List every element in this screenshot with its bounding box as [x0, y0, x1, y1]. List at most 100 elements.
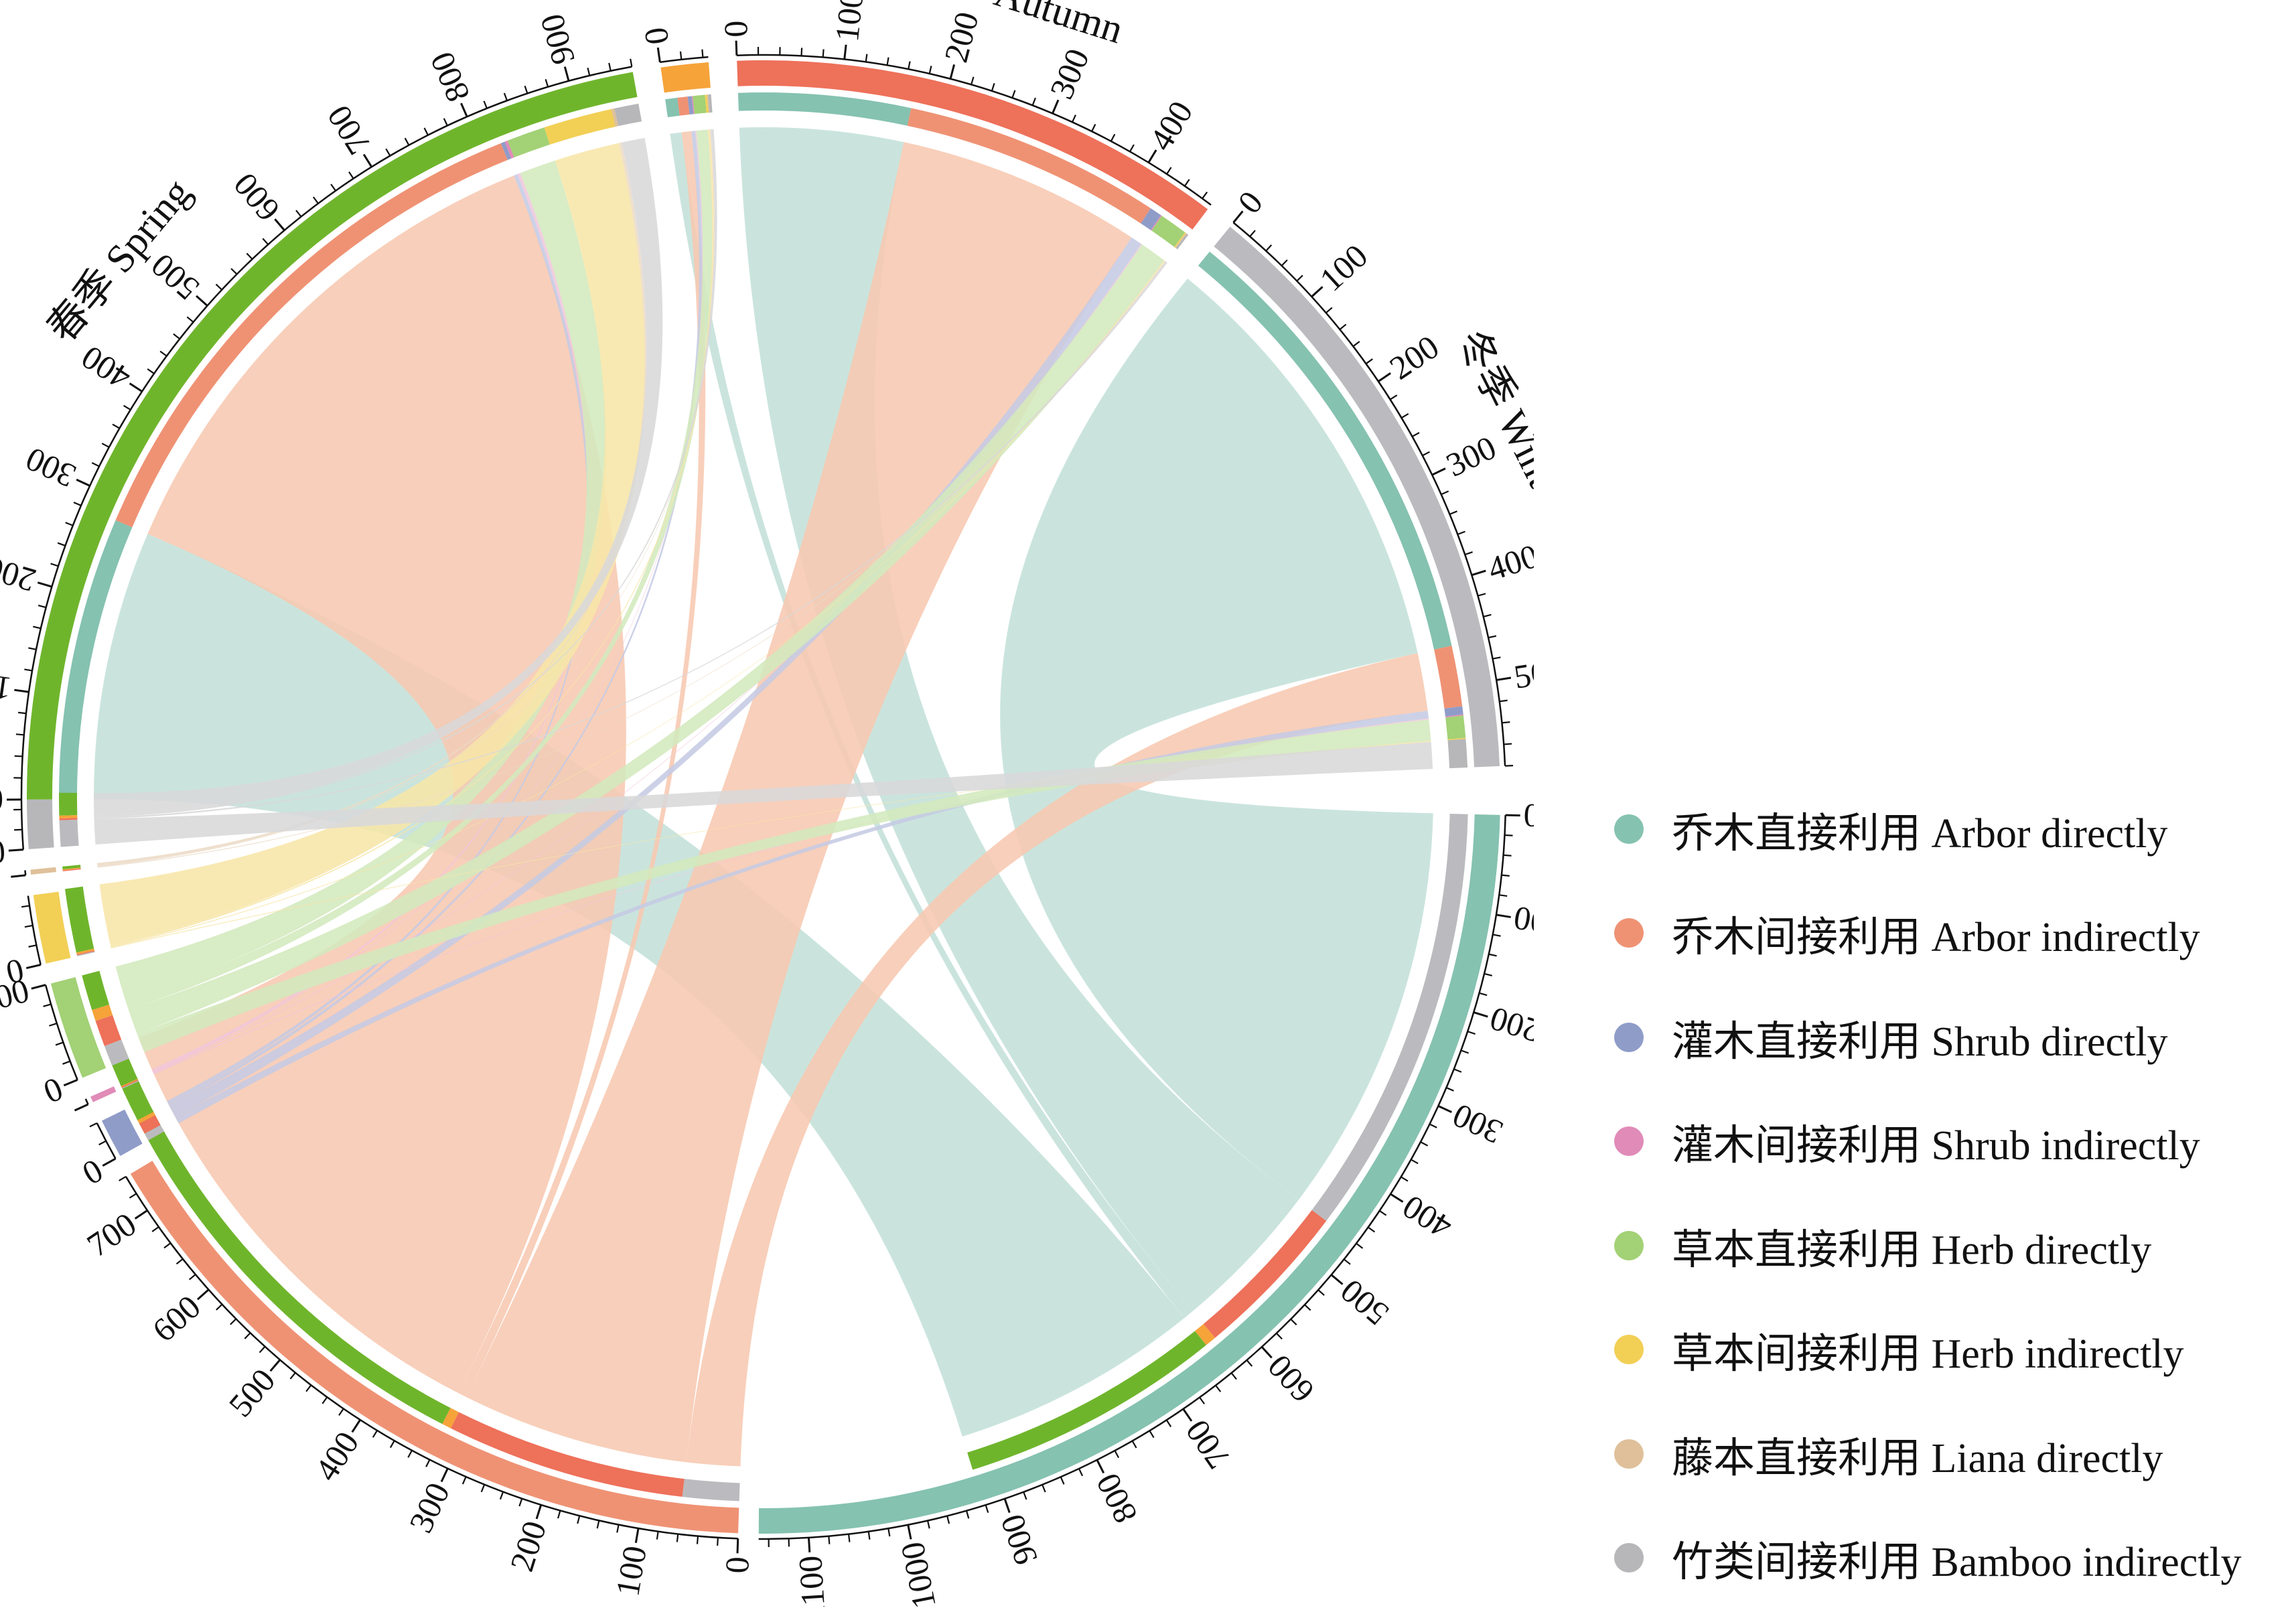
minor-tick [1291, 1319, 1297, 1325]
tick-label: 400 [1484, 537, 1534, 588]
legend-item: 草本间接利用 Herb indirectly [1614, 1298, 2291, 1402]
minor-tick [609, 63, 610, 71]
tick-label: 100 [608, 1543, 654, 1599]
minor-tick [1185, 179, 1190, 186]
minor-tick [177, 1259, 183, 1264]
major-tick [1496, 915, 1511, 917]
major-tick [1005, 1499, 1009, 1513]
minor-tick [231, 269, 237, 274]
category-arc-liana-directly [30, 867, 56, 875]
minor-tick [1430, 1124, 1437, 1127]
legend-item: 藤本直接利用 Liana directly [1614, 1402, 2291, 1506]
minor-tick [1499, 895, 1507, 896]
tick-label: 800 [423, 47, 477, 108]
minor-tick [971, 77, 973, 85]
minor-tick [408, 1451, 412, 1458]
minor-tick [525, 86, 528, 93]
minor-tick [577, 1516, 579, 1524]
legend-label: 乔木直接利用 Arbor directly [1672, 799, 2167, 859]
major-tick [1262, 1347, 1272, 1358]
tick-label: 500 [1333, 1272, 1395, 1333]
minor-tick [680, 52, 681, 60]
minor-tick [306, 1385, 311, 1392]
minor-tick [697, 1536, 698, 1544]
minor-tick [29, 945, 37, 946]
tick-label: 600 [226, 166, 287, 228]
minor-tick [1266, 245, 1271, 251]
minor-tick [1457, 532, 1465, 534]
minor-tick [190, 1274, 196, 1280]
major-tick [1472, 571, 1486, 575]
minor-tick [119, 1177, 126, 1181]
minor-tick [426, 1460, 429, 1467]
major-tick [31, 985, 46, 989]
legend-label: 草本间接利用 Herb indirectly [1672, 1319, 2184, 1380]
tick-label: 0 [38, 1070, 68, 1110]
tick-label: 0 [0, 832, 7, 871]
minor-tick [246, 253, 252, 259]
tick-label: 100 [0, 664, 13, 708]
minor-tick [1130, 145, 1134, 151]
minor-tick [1411, 1159, 1418, 1163]
minor-tick [482, 1485, 485, 1492]
minor-tick [617, 1525, 618, 1533]
minor-tick [339, 1408, 344, 1415]
minor-tick [657, 1532, 658, 1540]
inner-track-segment [65, 887, 94, 953]
minor-tick [129, 1193, 136, 1197]
major-tick [38, 583, 52, 587]
minor-tick [1493, 934, 1501, 936]
minor-tick [1467, 1031, 1475, 1034]
minor-tick [38, 605, 46, 607]
category-arc-herb-indirectly [33, 891, 71, 963]
legend-item: 灌木直接利用 Shrub directly [1614, 985, 2291, 1090]
minor-tick [1340, 324, 1346, 330]
minor-tick [702, 50, 703, 58]
major-tick [1496, 678, 1511, 680]
major-tick [76, 480, 90, 486]
major-tick [808, 1538, 809, 1552]
minor-tick [1504, 744, 1512, 745]
minor-tick [504, 93, 507, 100]
minor-tick [1401, 414, 1408, 418]
major-tick [26, 965, 40, 968]
tick-label: 500 [1511, 651, 1534, 696]
minor-tick [1500, 701, 1508, 702]
category-arc-shrub-indirectly [90, 1086, 116, 1102]
minor-tick [66, 522, 73, 525]
tick-label: 300 [1440, 429, 1502, 484]
minor-tick [1465, 552, 1472, 555]
inner-track-segment [82, 971, 109, 1011]
minor-tick [1167, 1420, 1171, 1426]
minor-tick [1297, 275, 1303, 281]
minor-tick [1401, 1177, 1408, 1181]
minor-tick [1167, 167, 1171, 174]
legend-dot-icon [1614, 814, 1644, 844]
inner-track-segment [60, 820, 79, 847]
major-tick [950, 64, 954, 78]
minor-tick [630, 59, 632, 67]
minor-tick [519, 1499, 522, 1506]
minor-tick [28, 648, 36, 649]
minor-tick [1505, 765, 1513, 766]
tick-label: 400 [1142, 94, 1200, 157]
legend-dot-icon [1614, 1543, 1644, 1572]
minor-tick [296, 210, 301, 216]
minor-tick [1149, 1431, 1153, 1437]
minor-tick [1079, 1469, 1082, 1476]
major-tick [135, 1210, 147, 1218]
minor-tick [1441, 491, 1449, 494]
minor-tick [322, 1397, 327, 1404]
tick-label: 0 [76, 1151, 109, 1192]
tick-label: 600 [1260, 1347, 1321, 1410]
major-tick [275, 219, 284, 230]
tick-label: 300 [20, 440, 82, 495]
tick-label: 300 [402, 1477, 457, 1538]
minor-tick [62, 1062, 70, 1064]
minor-tick [25, 926, 33, 927]
minor-tick [244, 1333, 250, 1339]
minor-tick [124, 406, 131, 410]
tick-label: 800 [1088, 1467, 1145, 1529]
inner-track-segment [738, 92, 911, 126]
